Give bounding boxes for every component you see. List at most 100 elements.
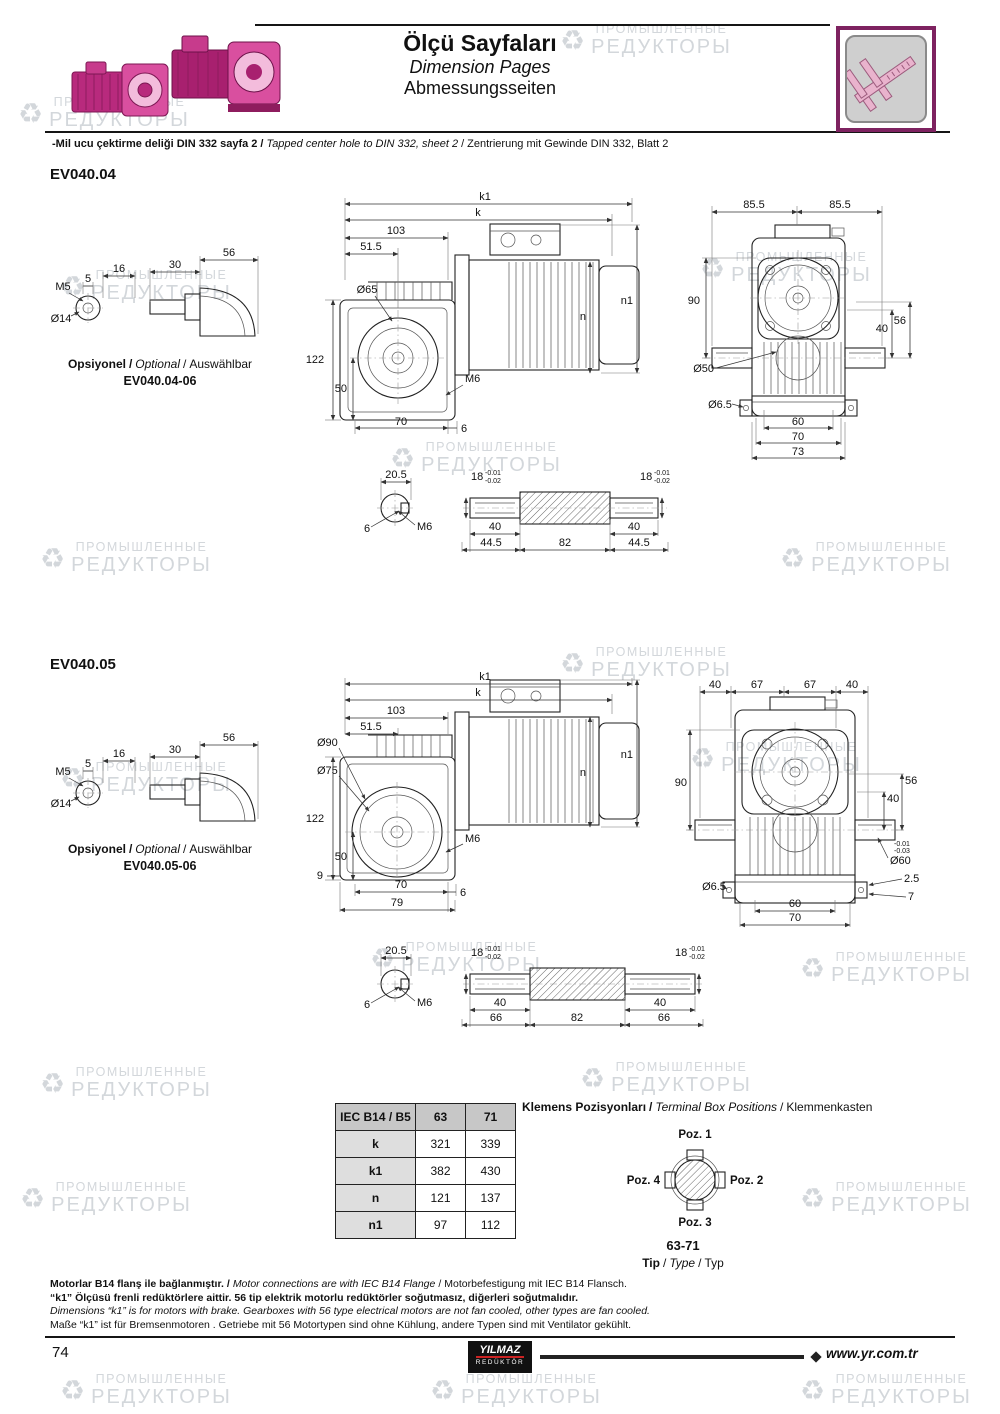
shaft-dimensions: 20.5 6 M6 18 -0.01 -0.02 18 -0.01 -0.02 … (364, 945, 705, 1028)
dim-18-right-tol-lower: -0.02 (654, 478, 670, 485)
ev040-04-optional-drawing: M5 Ø14 5 16 30 56 (51, 247, 259, 337)
watermark-line1: ПРОМЫШЛЕННЫЕ (95, 1372, 228, 1386)
table-row: n 121 137 (335, 1184, 516, 1212)
separator: / (438, 1278, 442, 1290)
table-cell: 97 (415, 1211, 466, 1239)
gearmotor-photo-left (71, 61, 169, 117)
dim-m5: M5 (55, 766, 70, 778)
watermark-line2: РЕДУКТОРЫ (831, 1386, 972, 1408)
dim-67-right: 67 (804, 679, 816, 691)
dim-18-left: 18 (471, 471, 483, 483)
side-view-dimensions: k1 k 103 51.5 Ø90 Ø75 122 50 9 70 6 79 M… (306, 671, 640, 913)
dim-n1: n1 (621, 295, 633, 307)
dim-66-right: 66 (658, 1012, 670, 1024)
ev040-04-shaft-detail-drawing: 20.5 6 M6 18 -0.01 -0.02 18 -0.01 -0.02 … (364, 469, 670, 553)
dim-18-left-tol-lower: -0.02 (485, 478, 501, 485)
dim-16: 16 (113, 263, 125, 275)
table-header-63: 63 (415, 1103, 466, 1131)
table-row: n1 97 112 (335, 1211, 516, 1239)
dim-6: 6 (460, 887, 466, 899)
dim-90: 90 (688, 295, 700, 307)
type-label-en: Type (669, 1256, 696, 1270)
dim-40-top-right: 40 (846, 679, 858, 691)
website-url: www.yr.com.tr (826, 1346, 918, 1361)
optional-label-de: Auswählbar (189, 842, 253, 856)
terminal-poz-4: Poz. 4 (627, 1175, 661, 1187)
dim-56: 56 (223, 732, 235, 744)
dim-20-5: 20.5 (385, 469, 406, 481)
recycle-hexagon-icon: ♻ (780, 542, 806, 574)
table-cell: 382 (415, 1157, 466, 1185)
footnote-k1-en: Dimensions “k1” is for motors with brake… (50, 1305, 650, 1317)
dim-30: 30 (169, 259, 181, 271)
table-cell: 112 (465, 1211, 516, 1239)
gearbox-body (339, 734, 456, 882)
ev040-05-shaft-detail-drawing: 20.5 6 M6 18 -0.01 -0.02 18 -0.01 -0.02 … (364, 945, 705, 1028)
recycle-hexagon-icon: ♻ (60, 1374, 86, 1406)
dim-56: 56 (894, 315, 906, 327)
ev040-04-side-view-drawing: k1 k 103 51.5 Ø65 122 50 70 6 M6 n1 n (306, 191, 640, 435)
dim-67-left: 67 (751, 679, 763, 691)
front-view-dimensions: 85.5 85.5 90 Ø50 40 56 Ø6.5 60 70 73 (688, 199, 913, 461)
optional-dimensions: M5 Ø14 5 16 30 56 (51, 247, 259, 334)
optional-code: EV040.04-06 (123, 374, 197, 388)
shaft-end-view (377, 966, 415, 1002)
terminal-title-en: Terminal Box Positions (655, 1100, 778, 1114)
dim-o50: Ø50 (693, 363, 714, 375)
separator: / (461, 138, 465, 150)
section-title-ev040-04: EV040.04 (50, 166, 116, 183)
dim-m6: M6 (417, 521, 432, 533)
recycle-hexagon-icon: ♻ (430, 1374, 456, 1406)
watermark-line1: ПРОМЫШЛЕННЫЕ (465, 1372, 598, 1386)
caliper-badge (836, 26, 936, 132)
page-title-german: Abmessungsseiten (403, 78, 557, 98)
table-cell: 137 (465, 1184, 516, 1212)
table-cell: 321 (415, 1130, 466, 1158)
type-label-de: Typ (704, 1256, 724, 1270)
dim-51-5: 51.5 (360, 721, 381, 733)
page-title-turkish: Ölçü Sayfaları (403, 30, 557, 56)
recycle-hexagon-icon: ♻ (800, 952, 826, 984)
dim-50: 50 (335, 383, 347, 395)
footer-rule (45, 1336, 955, 1338)
header-bottom-rule (45, 131, 950, 133)
dim-k: k (475, 207, 481, 219)
dim-18-left-tol-upper: -0.01 (485, 470, 501, 477)
dim-103: 103 (387, 705, 405, 717)
dim-18-left-tol-lower: -0.02 (485, 954, 501, 961)
page-title-block: Ölçü Sayfaları Dimension Pages Abmessung… (280, 30, 680, 99)
separator: / (183, 842, 187, 856)
dim-40-right: 40 (654, 997, 666, 1009)
dim-20-5: 20.5 (385, 945, 406, 957)
recycle-hexagon-icon: ♻ (20, 1182, 46, 1214)
front-view-body (704, 224, 892, 417)
dim-m6: M6 (465, 373, 480, 385)
dim-o6-5: Ø6.5 (708, 399, 732, 411)
table-header-flange: IEC B14 / B5 (335, 1103, 416, 1131)
separator: / (183, 357, 187, 371)
separator: / (260, 138, 264, 150)
dim-o65: Ø65 (357, 284, 378, 296)
optional-shaft-end-view (73, 778, 103, 808)
dim-m6: M6 (465, 833, 480, 845)
recycle-hexagon-icon: ♻ (800, 1182, 826, 1214)
dim-o90: Ø90 (317, 737, 338, 749)
dimension-table: IEC B14 / B5 63 71 k 321 339 k1 382 430 … (335, 1103, 516, 1239)
table-header-71: 71 (465, 1103, 516, 1131)
dim-40-left: 40 (489, 521, 501, 533)
watermark-line2: РЕДУКТОРЫ (71, 1079, 212, 1101)
section-title-ev040-05: EV040.05 (50, 656, 116, 673)
dim-n: n (580, 311, 586, 323)
terminal-title-de: Klemmenkasten (786, 1100, 873, 1114)
dim-90: 90 (675, 777, 687, 789)
optional-caption-ev040-05: Opsiyonel/Optional/Auswählbar EV040.05-0… (45, 842, 275, 873)
dim-18-right-tol-upper: -0.01 (654, 470, 670, 477)
table-row-label: n1 (335, 1211, 416, 1239)
dim-18-left: 18 (471, 947, 483, 959)
optional-code: EV040.05-06 (123, 859, 197, 873)
terminal-type-range: 63-71 (666, 1238, 700, 1253)
